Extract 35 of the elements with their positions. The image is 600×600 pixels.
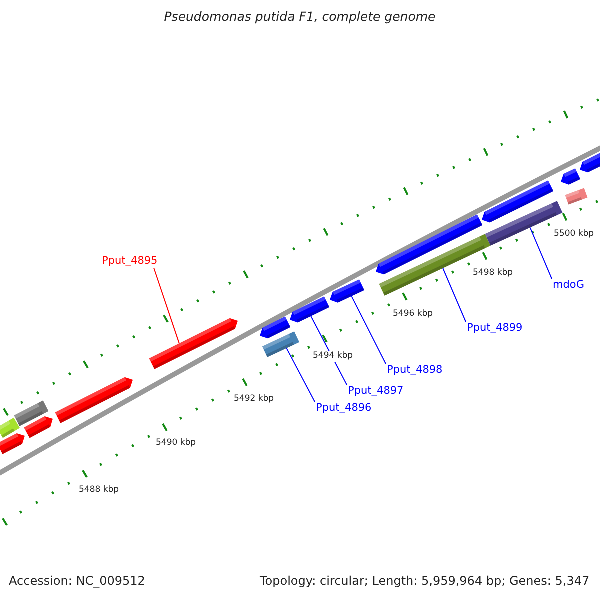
- scale-label: 5490 kbp: [155, 438, 198, 448]
- scale-label: 5496 kbp: [392, 309, 434, 320]
- leader-line: [154, 268, 180, 344]
- leader-line: [351, 296, 386, 364]
- gene-label: mdoG: [553, 280, 584, 290]
- gene-bar: [330, 280, 365, 303]
- gene-bar: [260, 316, 291, 339]
- gene-bar: [262, 332, 300, 358]
- gene-bar: [14, 400, 49, 426]
- gene-bar: [24, 416, 53, 438]
- gene-bar: [565, 188, 588, 205]
- gene-bar: [580, 152, 600, 173]
- leader-line: [442, 268, 466, 322]
- leader-line: [286, 348, 316, 402]
- gene-bar: [55, 377, 133, 424]
- gene-bar: [0, 433, 25, 454]
- gene-bar: [561, 168, 581, 185]
- accession-text: Accession: NC_009512: [9, 575, 146, 587]
- gene-label: Pput_4897: [348, 386, 404, 396]
- gene-label: Pput_4899: [467, 323, 523, 334]
- leader-line: [530, 227, 552, 280]
- gene-label: Pput_4898: [387, 365, 443, 376]
- scale-label: 5500 kbp: [553, 229, 596, 240]
- gene-bar: [482, 180, 554, 223]
- gene-label: Pput_4896: [316, 403, 372, 414]
- gene-bar: [0, 418, 20, 438]
- scale-label: 5494 kbp: [312, 351, 354, 362]
- gene-bar: [290, 296, 330, 323]
- gene-bar: [149, 318, 238, 370]
- title: Pseudomonas putida F1, complete genome: [163, 11, 437, 24]
- scale-label: 5498 kbp: [472, 268, 514, 278]
- scale-label: 5488 kbp: [78, 485, 120, 496]
- scale-label: 5492 kbp: [233, 394, 276, 404]
- genome-info-text: Topology: circular; Length: 5,959,964 bp; Genes: 5,347: [260, 575, 590, 587]
- gene-label: Pput_4895: [102, 256, 158, 266]
